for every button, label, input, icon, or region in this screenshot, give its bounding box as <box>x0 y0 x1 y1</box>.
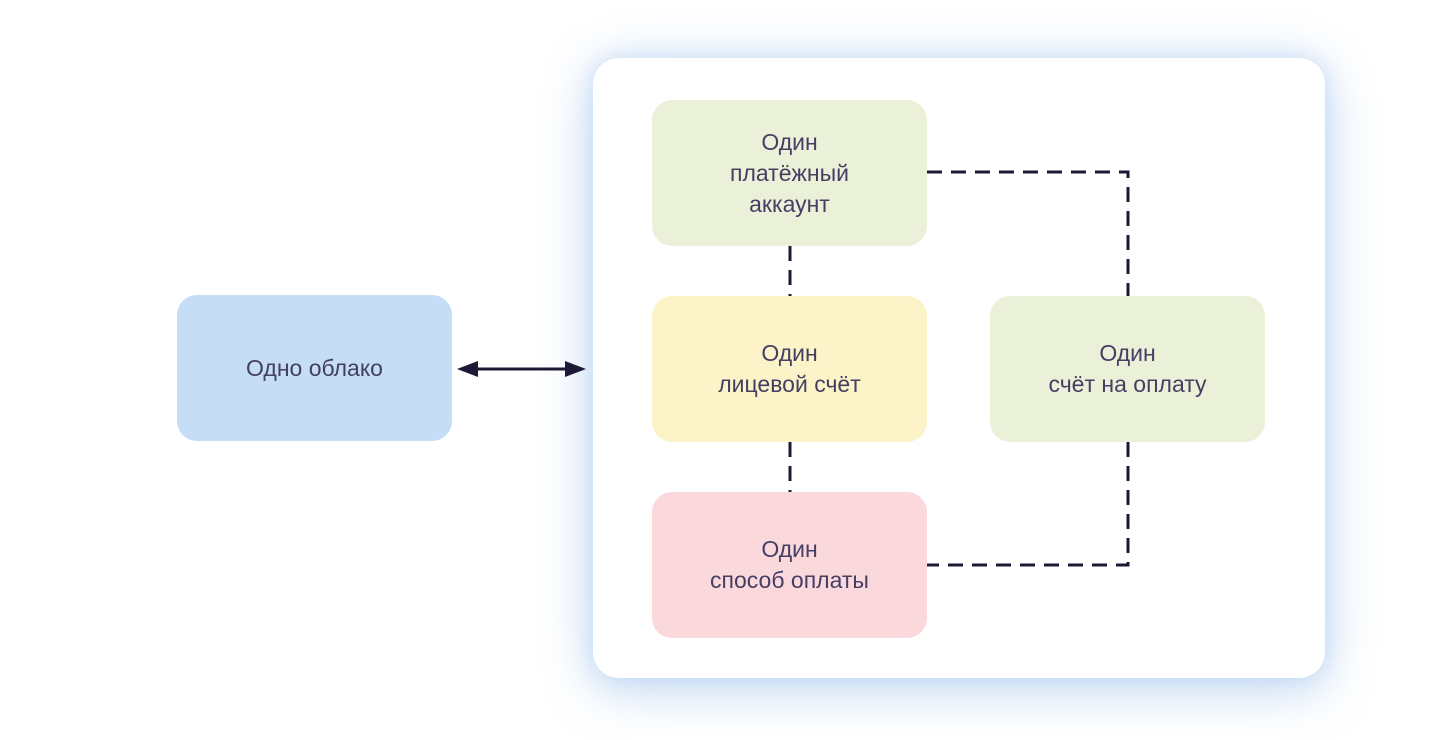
node-invoice-label-line1: Один <box>1099 340 1156 366</box>
node-billing-account-label-line2: платёжный <box>730 159 849 186</box>
node-payment-method-label-line1: Один <box>761 536 818 562</box>
node-cloud-label: Одно облако <box>246 354 383 381</box>
node-billing-account: Один платёжный аккаунт <box>652 100 927 246</box>
node-personal-account-label-line1: Один <box>761 340 818 366</box>
node-invoice: Один счёт на оплату <box>990 296 1265 442</box>
node-payment-method-label-line2: способ оплаты <box>710 567 869 593</box>
double-arrow-left-head <box>457 361 478 377</box>
node-billing-account-label-line3: аккаунт <box>749 190 830 217</box>
node-invoice-label-line2: счёт на оплату <box>1048 371 1207 397</box>
node-personal-account: Один лицевой счёт <box>652 296 927 442</box>
billing-group-panel: Один платёжный аккаунт Один лицевой счёт… <box>593 58 1325 678</box>
node-personal-account-label-line2: лицевой счёт <box>718 371 861 397</box>
node-cloud: Одно облако <box>177 295 452 441</box>
node-billing-account-label-line1: Один <box>761 128 818 155</box>
node-payment-method: Один способ оплаты <box>652 492 927 638</box>
double-arrow-icon <box>457 361 586 377</box>
double-arrow-right-head <box>565 361 586 377</box>
